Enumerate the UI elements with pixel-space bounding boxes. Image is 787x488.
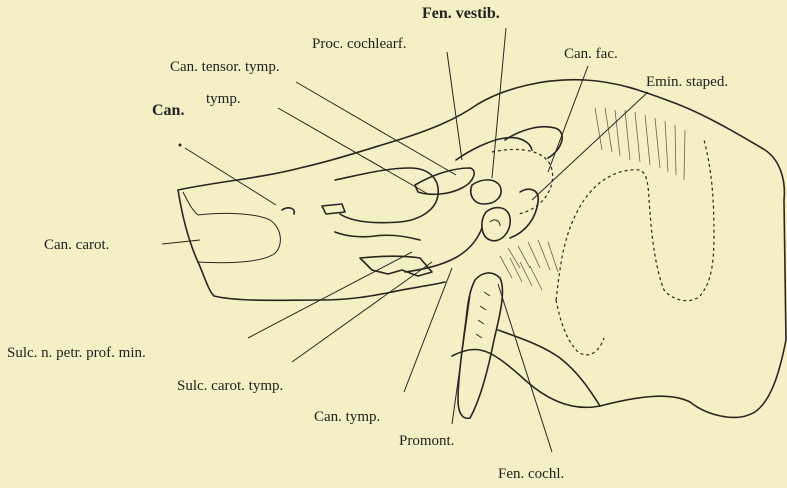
label-tymp: tymp. [206, 92, 241, 107]
label-can: Can. [152, 103, 184, 119]
label-emin-staped: Emin. staped. [646, 75, 728, 90]
label-sulc-n-petr: Sulc. n. petr. prof. min. [7, 346, 146, 361]
label-can-tymp: Can. tymp. [314, 410, 380, 425]
label-can-tensor-tymp: Can. tensor. tymp. [170, 60, 280, 75]
bone-tip [178, 190, 445, 300]
bone-outline [178, 80, 786, 418]
label-can-fac: Can. fac. [564, 47, 618, 62]
label-fen-cochl: Fen. cochl. [498, 467, 564, 482]
label-can-carot: Can. carot. [44, 238, 109, 253]
label-sulc-carot-tymp: Sulc. carot. tymp. [177, 379, 283, 394]
label-promont: Promont. [399, 434, 454, 449]
hatched-region [500, 108, 685, 290]
label-proc-cochlearf: Proc. cochlearf. [312, 37, 407, 52]
label-fen-vestib: Fen. vestib. [422, 6, 500, 22]
promontory-process [458, 273, 502, 418]
